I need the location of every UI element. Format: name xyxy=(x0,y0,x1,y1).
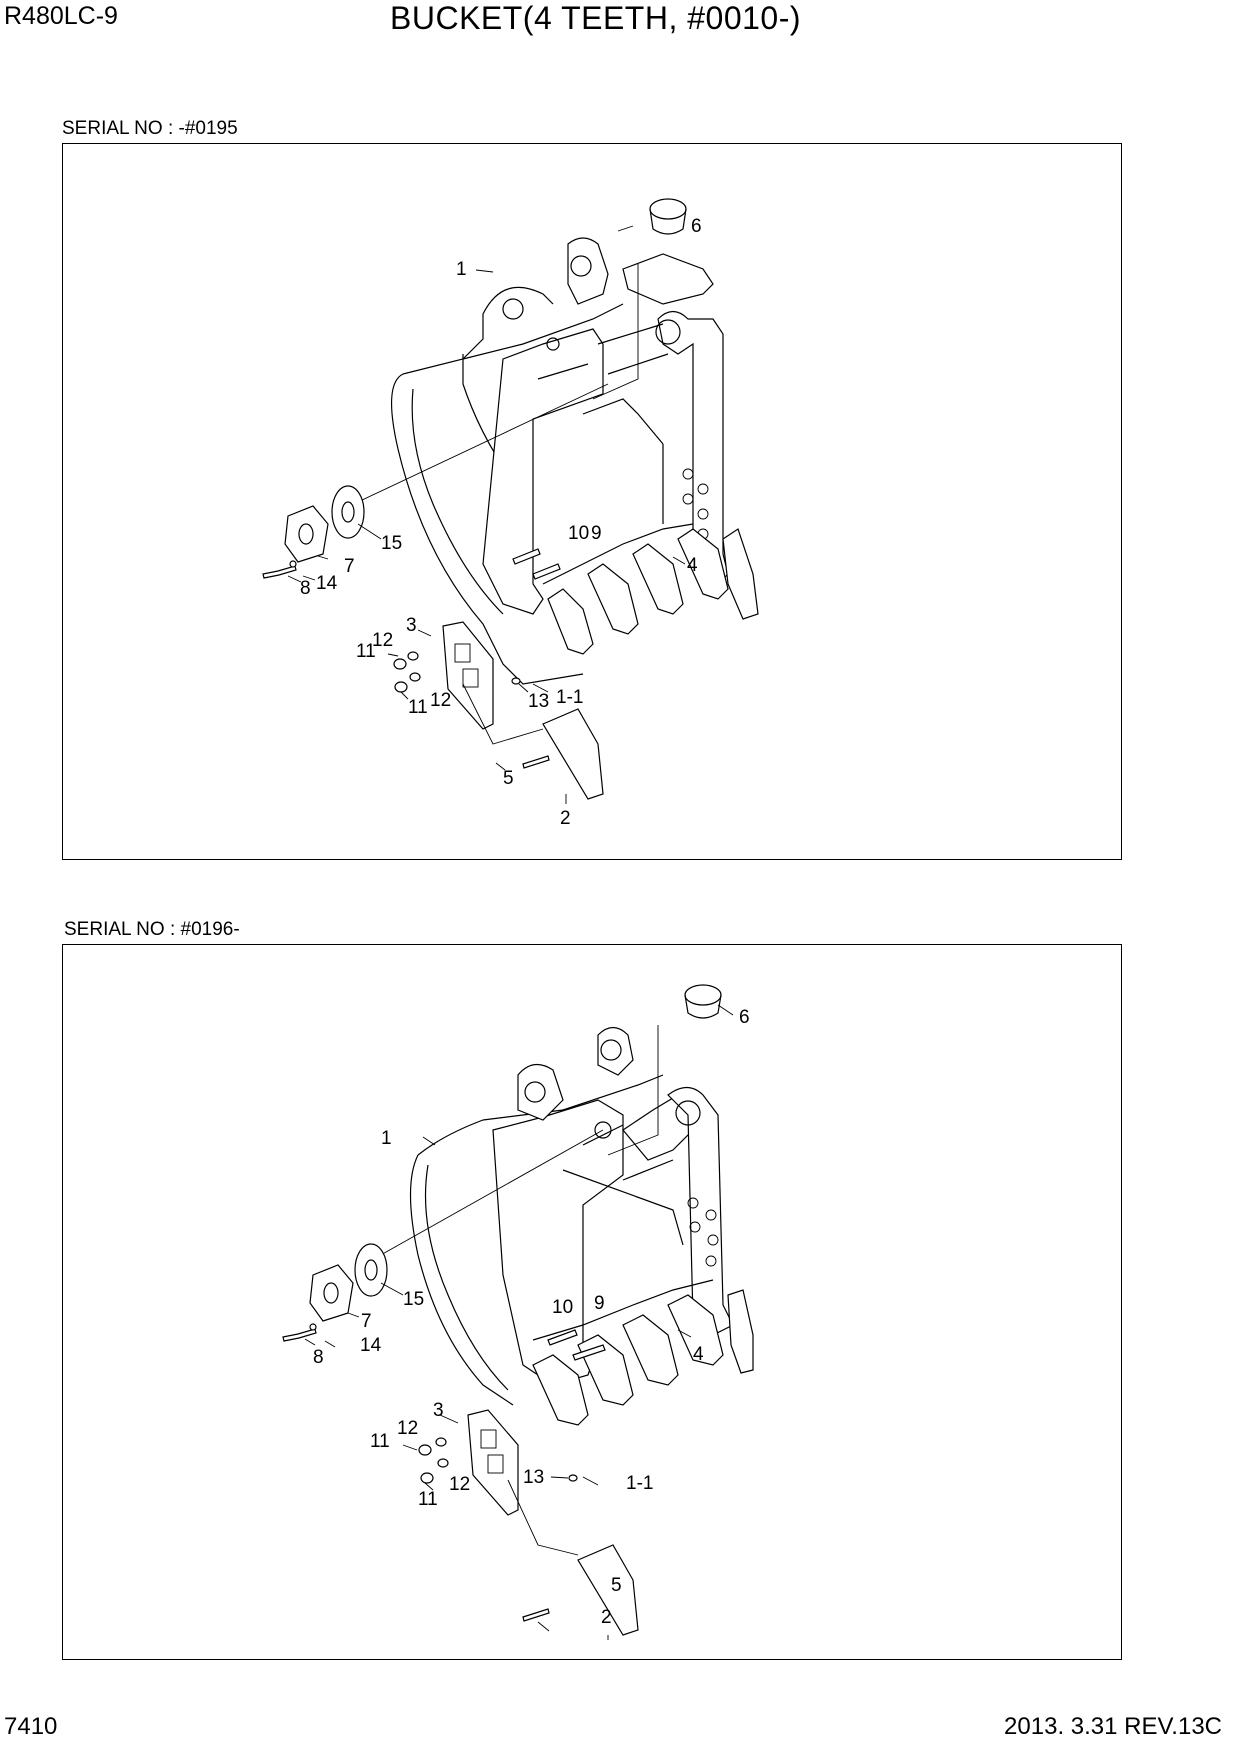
revision-date: 2013. 3.31 REV.13C xyxy=(1004,1713,1222,1740)
plate-7 xyxy=(284,505,329,563)
side-cutter-3 xyxy=(442,621,494,730)
callout-2: 2 xyxy=(560,808,571,829)
callout-2b: 2 xyxy=(601,1607,612,1628)
callout-12a: 12 xyxy=(372,630,393,651)
shim-15b xyxy=(354,1243,388,1297)
callout-9b: 9 xyxy=(594,1293,605,1314)
callouts-1: 1 2 3 4 5 6 7 8 10 9 11 12 11 12 13 xyxy=(287,216,702,829)
shim-15 xyxy=(331,485,365,539)
pin-5b xyxy=(522,1608,550,1622)
callout-15b: 15 xyxy=(403,1289,424,1310)
callout-8b: 8 xyxy=(313,1347,324,1368)
bucket-diagram-1: 1 2 3 4 5 6 7 8 10 9 11 12 11 12 13 xyxy=(262,198,759,829)
callout-6b: 6 xyxy=(739,1007,750,1028)
callout-12c: 12 xyxy=(397,1418,418,1439)
callout-14b: 14 xyxy=(360,1335,382,1356)
bolt-8b xyxy=(282,1323,317,1342)
pins-9-10 xyxy=(512,548,561,580)
nuts-washers-11-12 xyxy=(393,651,421,693)
tooth-2b xyxy=(507,1479,639,1636)
serial-label-2: SERIAL NO : #0196- xyxy=(64,919,240,940)
side-cutter-3b xyxy=(467,1409,519,1516)
callout-3: 3 xyxy=(406,615,417,636)
callout-4: 4 xyxy=(687,555,698,576)
callout-15: 15 xyxy=(381,533,402,554)
callout-3b: 3 xyxy=(433,1400,444,1421)
callout-10b: 10 xyxy=(552,1297,573,1318)
callout-12d: 12 xyxy=(449,1474,470,1495)
callout-14: 14 xyxy=(316,573,338,594)
callout-13b: 13 xyxy=(523,1467,544,1488)
bolt-8 xyxy=(262,560,297,579)
bushing-6 xyxy=(649,198,687,235)
diagram-frame-1: 1 2 3 4 5 6 7 8 10 9 11 12 11 12 13 xyxy=(62,143,1122,860)
callout-1-1b: 1-1 xyxy=(626,1473,653,1494)
callout-11d: 11 xyxy=(418,1489,438,1510)
callouts-2: 1 2 3 4 5 6 7 8 10 9 11 12 11 12 13 xyxy=(304,1004,750,1640)
callout-13: 13 xyxy=(528,691,549,712)
washer-13b xyxy=(568,1474,578,1482)
callout-1: 1 xyxy=(456,259,467,280)
callout-5: 5 xyxy=(503,768,514,789)
callout-8: 8 xyxy=(300,578,311,599)
diagram-frame-2: 1 2 3 4 5 6 7 8 10 9 11 12 11 12 13 xyxy=(62,944,1122,1660)
callout-11b: 11 xyxy=(408,697,428,718)
bucket-diagram-2: 1 2 3 4 5 6 7 8 10 9 11 12 11 12 13 xyxy=(282,984,754,1640)
callout-7: 7 xyxy=(344,556,355,577)
tooth-2 xyxy=(462,683,604,800)
callout-5b: 5 xyxy=(611,1575,622,1596)
callout-9: 9 xyxy=(591,523,602,544)
plate-7b xyxy=(309,1264,354,1322)
page-number: 7410 xyxy=(4,1713,58,1740)
callout-4b: 4 xyxy=(693,1344,704,1365)
callout-6: 6 xyxy=(691,216,702,237)
callout-12b: 12 xyxy=(430,690,451,711)
callout-11a: 11 xyxy=(356,641,376,662)
callout-1b: 1 xyxy=(381,1128,392,1149)
page-title: BUCKET(4 TEETH, #0010-) xyxy=(390,0,802,36)
bucket-body-2 xyxy=(362,1025,754,1426)
bucket-body-1 xyxy=(342,237,759,685)
pin-5 xyxy=(522,755,550,769)
callout-10: 10 xyxy=(568,523,589,544)
callout-11c: 11 xyxy=(370,1431,390,1452)
washer-13 xyxy=(511,677,521,685)
serial-label-1: SERIAL NO : -#0195 xyxy=(62,118,238,139)
pins-9-10b xyxy=(547,1329,606,1361)
nuts-washers-b xyxy=(418,1437,449,1484)
callout-1-1: 1-1 xyxy=(556,687,583,708)
callout-7b: 7 xyxy=(361,1311,372,1332)
model-number: R480LC-9 xyxy=(4,2,118,30)
bushing-6b xyxy=(684,984,722,1019)
